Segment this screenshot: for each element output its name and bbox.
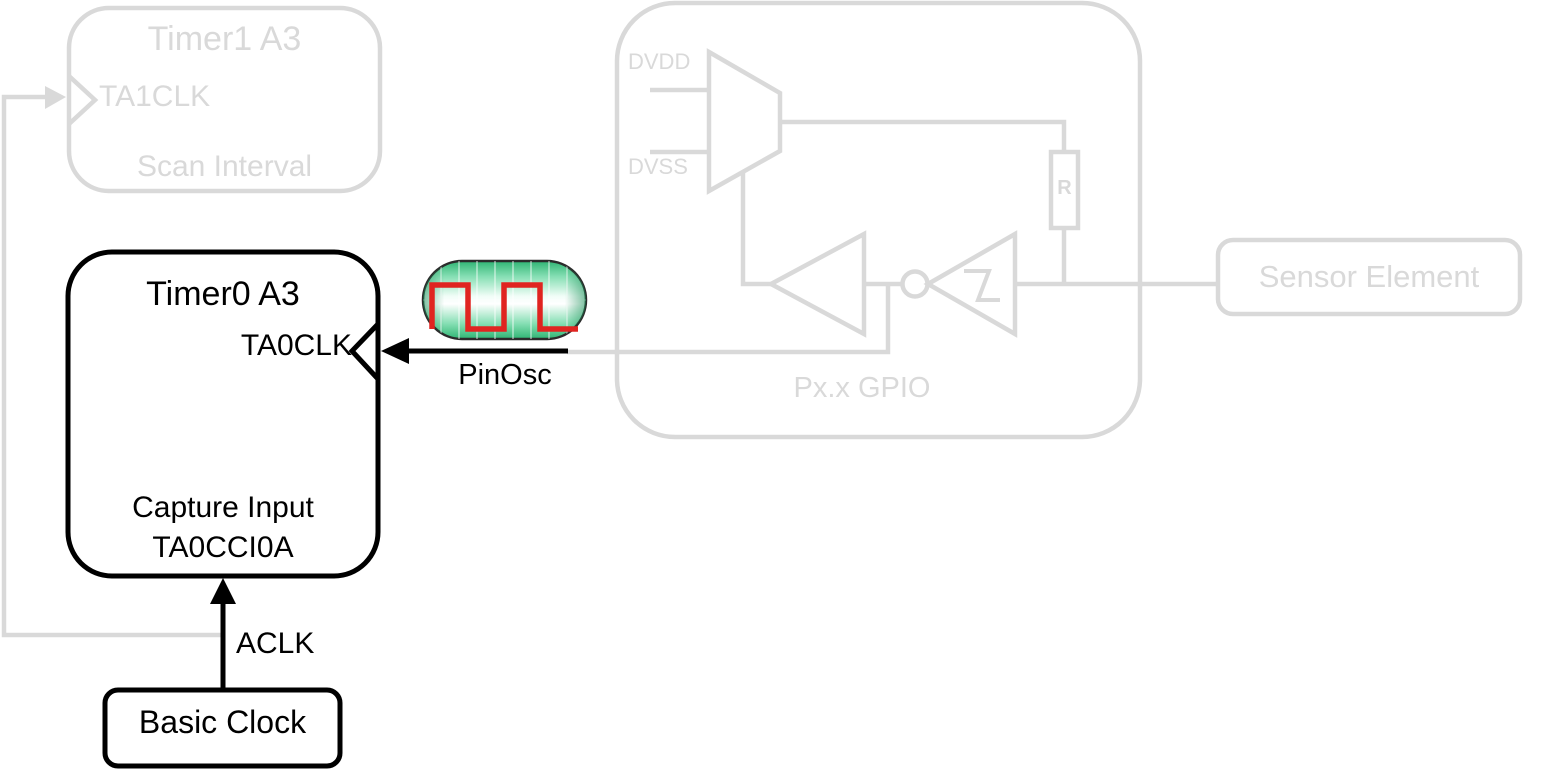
aclk-label: ACLK	[236, 627, 315, 660]
dvdd-label: DVDD	[628, 49, 691, 74]
timer1-title: Timer1 A3	[147, 20, 302, 58]
schmitt-trigger-triangle	[923, 230, 1018, 338]
hysteresis-icon	[964, 269, 1000, 302]
pinosc-waveform-icon	[421, 259, 588, 341]
gpio-box	[614, 0, 1143, 440]
resistor-label: R	[1057, 177, 1072, 199]
gpio-driver-trapezoid	[706, 48, 783, 195]
ta1clk-arrowhead	[45, 86, 66, 109]
aclk-feedback-line	[1, 94, 221, 638]
ta0clk-arrowhead	[381, 338, 409, 364]
driver-feedback-line	[740, 172, 772, 287]
timer1-caption: Scan Interval	[136, 150, 313, 183]
pinosc-label: PinOsc	[458, 359, 552, 391]
timer0-port-chevron	[348, 322, 380, 381]
sensor-box	[1215, 237, 1523, 317]
timer0-caption-line1: Capture Input	[132, 491, 314, 524]
gpio-caption: Px.x GPIO	[793, 372, 931, 404]
timer0-box	[65, 249, 381, 579]
timer1-port-chevron	[67, 74, 99, 126]
timer0-clock-port-label: TA0CLK	[240, 329, 352, 362]
aclk-arrowhead	[210, 578, 236, 604]
sensor-element-label: Sensor Element	[1258, 259, 1480, 294]
driver-output-line	[780, 119, 1067, 154]
basic-clock-box	[102, 687, 343, 769]
timer1-clock-port-label: TA1CLK	[99, 80, 211, 113]
timer0-title: Timer0 A3	[146, 275, 300, 313]
timer0-caption-line2: TA0CCI0A	[152, 531, 294, 564]
dvss-label: DVSS	[628, 154, 688, 179]
square-wave	[429, 282, 578, 332]
pinosc-tap-line	[567, 284, 891, 355]
input-buffer-triangle	[766, 230, 867, 338]
timer1-box	[66, 5, 383, 194]
basic-clock-label: Basic Clock	[138, 704, 307, 740]
